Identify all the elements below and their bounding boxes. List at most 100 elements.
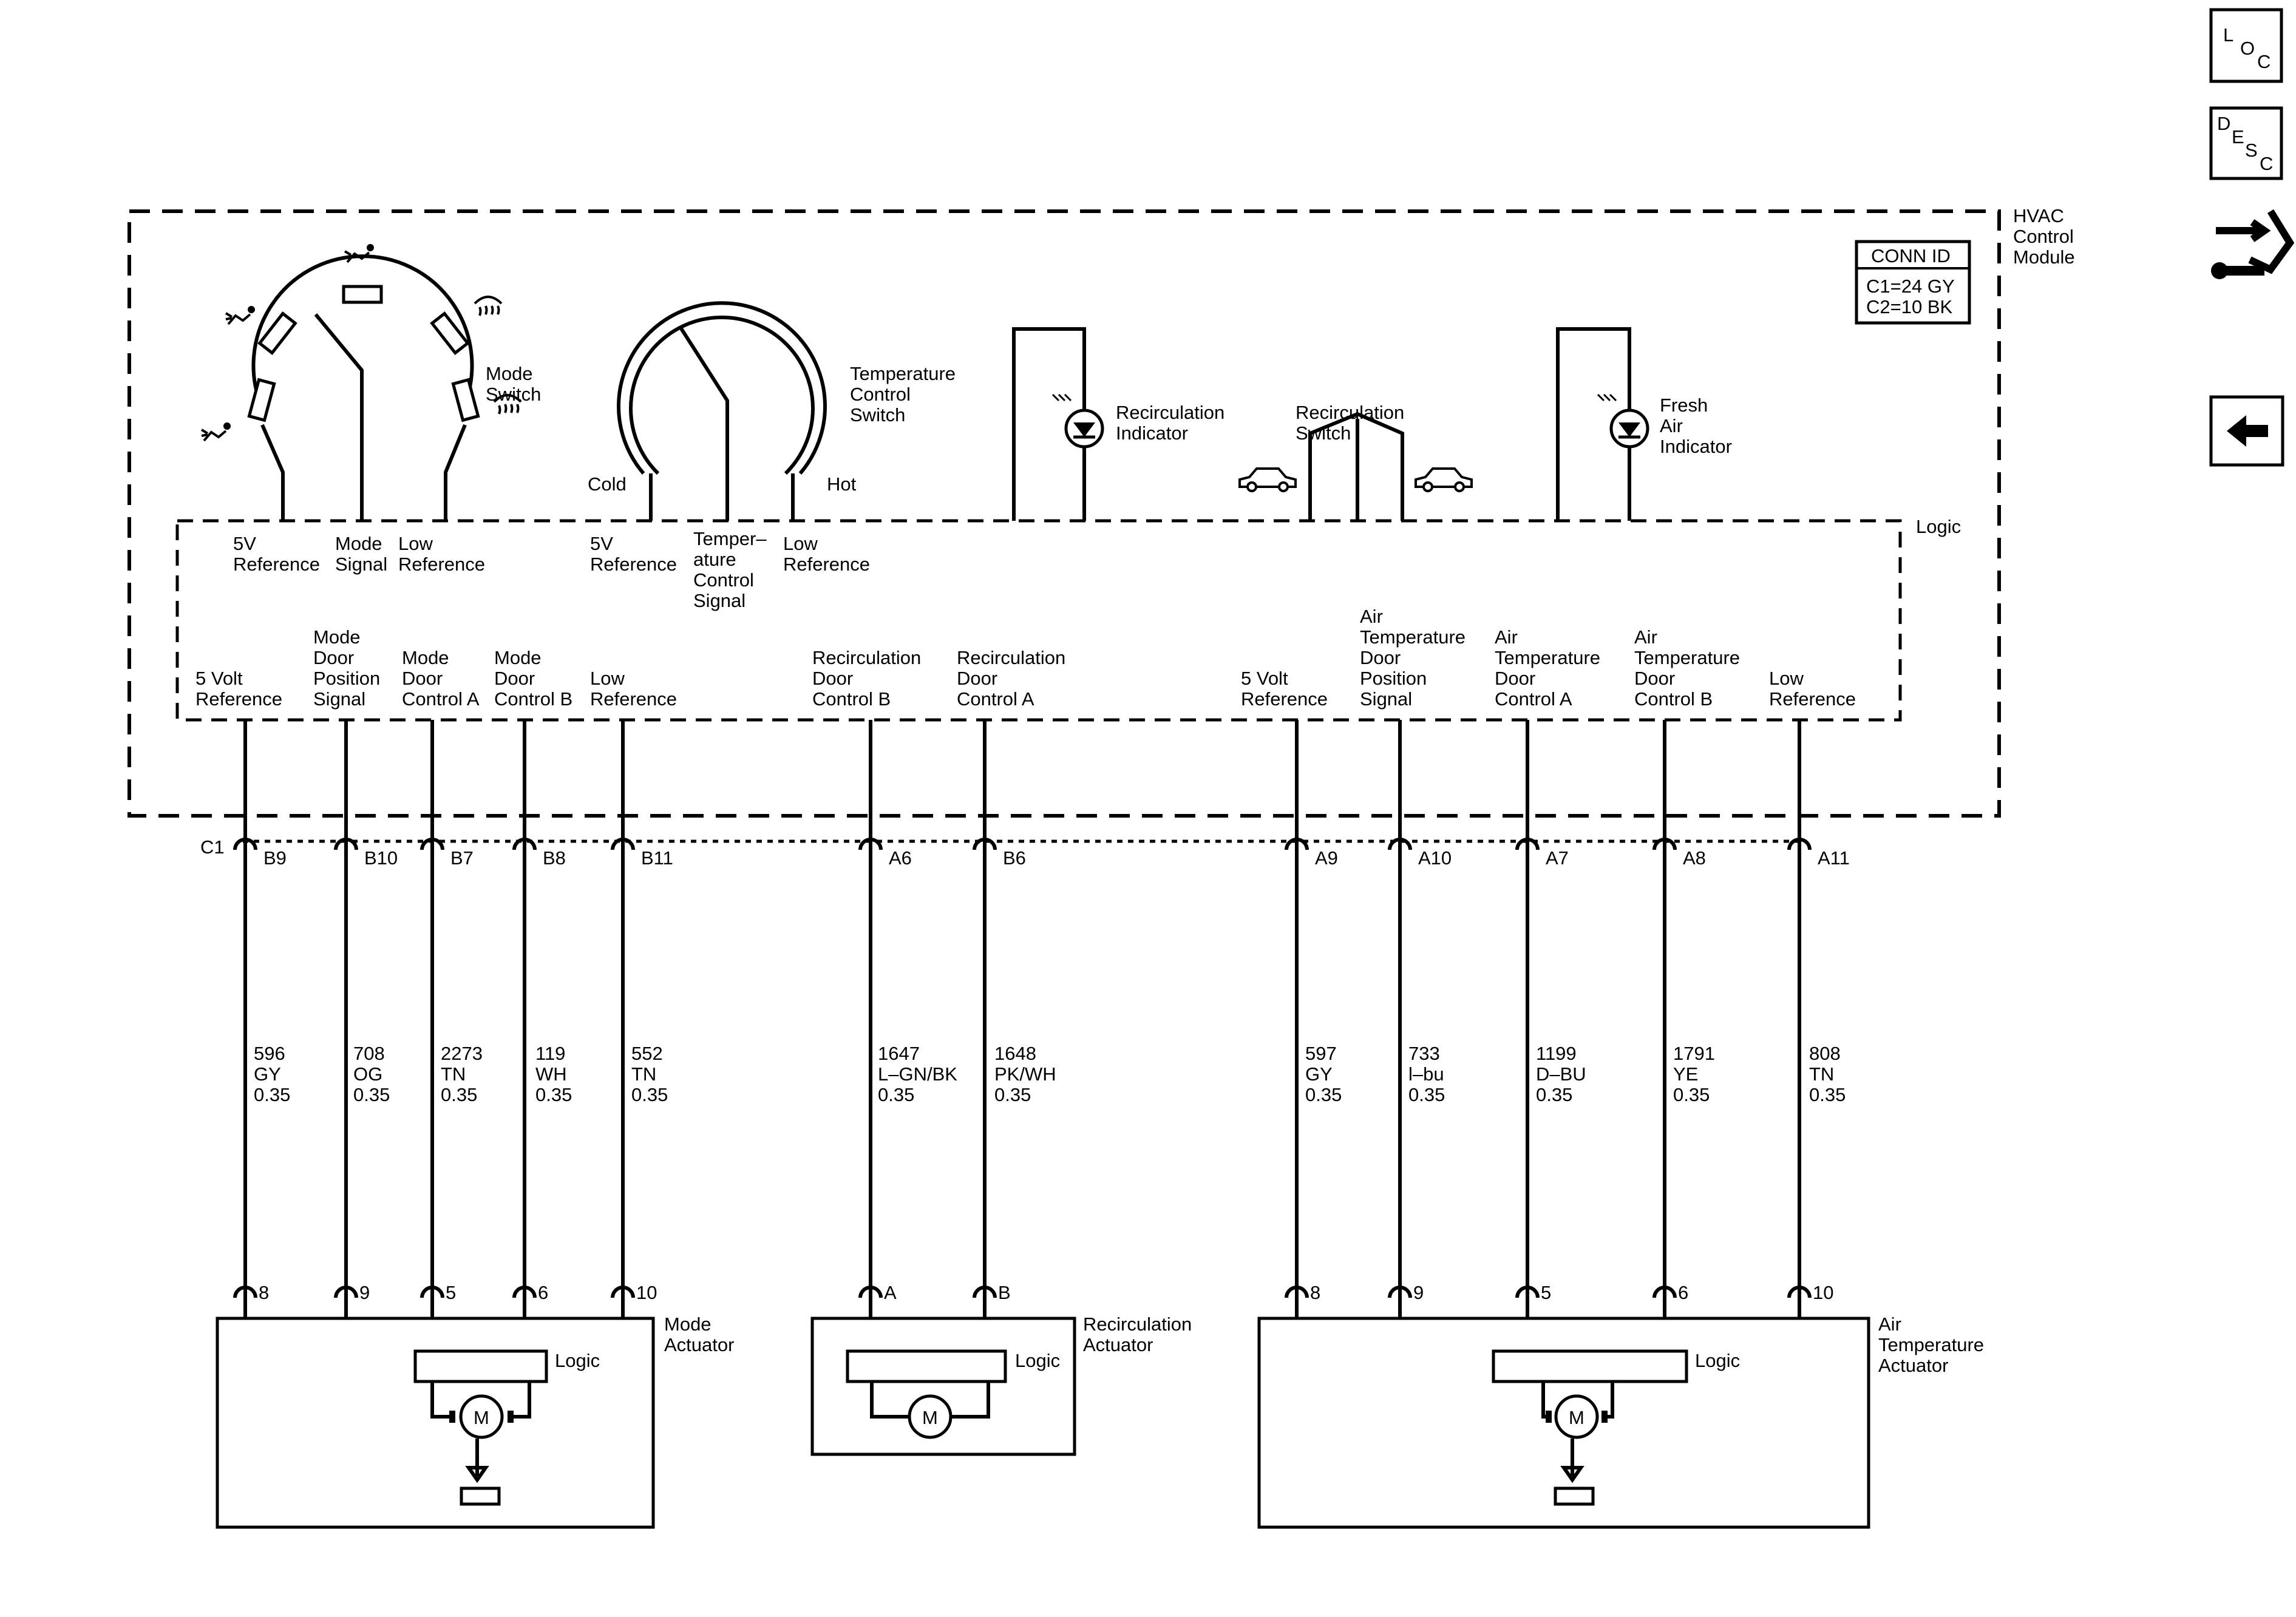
svg-text:Air: Air [1660, 415, 1683, 436]
c1-terminal [1515, 838, 1540, 850]
svg-text:Mode: Mode [664, 1314, 712, 1335]
circuit-function-label: Door [1360, 647, 1401, 668]
mode-actuator [216, 1317, 655, 1529]
svg-text:Fresh: Fresh [1660, 395, 1708, 416]
circuit-function-label: Signal [1360, 688, 1412, 710]
wire-spec-label: PK/WH [994, 1063, 1056, 1085]
temperature-control-switch [617, 301, 827, 521]
svg-text:Reference: Reference [783, 554, 870, 575]
c1-terminal [233, 838, 257, 850]
svg-text:Control: Control [2013, 226, 2074, 247]
svg-text:ature: ature [693, 549, 736, 570]
actuator-terminal [611, 1286, 635, 1298]
c1-terminal [334, 838, 358, 850]
svg-text:Actuator: Actuator [1083, 1334, 1153, 1355]
wire-spec-label: TN [1809, 1063, 1834, 1085]
wire-spec-label: GY [1305, 1063, 1333, 1085]
c1-terminal [1285, 838, 1309, 850]
desc-letter-c: C [2260, 153, 2273, 174]
actuator-terminal [233, 1286, 257, 1298]
svg-text:Signal: Signal [335, 554, 387, 575]
svg-text:HVAC: HVAC [2013, 205, 2064, 226]
wire-spec-label: 0.35 [994, 1084, 1031, 1105]
c1-pin-label: B9 [263, 847, 287, 869]
c1-pin-label: B8 [543, 847, 566, 869]
circuit-function-label: Control B [812, 688, 891, 710]
recirculation-actuator-logic-label: Logic [1015, 1350, 1060, 1371]
defog-icon [474, 296, 503, 317]
circuit-function-label: Door [402, 668, 443, 689]
actuator-pin-label: 8 [1310, 1282, 1320, 1303]
wire-spec-label: 1199 [1536, 1043, 1577, 1064]
circuit-function-label: Temperature [1495, 647, 1600, 668]
wire-spec-label: 0.35 [631, 1084, 668, 1105]
back-arrow-icon [2227, 415, 2268, 447]
c1-pin-label: B6 [1003, 847, 1026, 869]
circuit-function-label: Control B [1634, 688, 1713, 710]
connector-wrench-icon[interactable] [2211, 209, 2295, 279]
c1-terminal [611, 838, 635, 850]
c1-pin-label: A10 [1418, 847, 1452, 869]
hvac-control-module-boundary [127, 209, 2001, 818]
circuit-function-label: Control A [1495, 688, 1572, 710]
svg-text:Signal: Signal [693, 590, 746, 611]
svg-text:Temper–: Temper– [693, 528, 767, 549]
desc-letter-s: S [2245, 140, 2258, 161]
circuit-function-label: Temperature [1634, 647, 1740, 668]
connector-c1-label: C1 [200, 836, 225, 858]
back-arrow-button[interactable] [2209, 395, 2284, 467]
panel-vent-icon [344, 243, 375, 263]
actuator-pin-label: 9 [359, 1282, 370, 1303]
circuit-function-label: Air [1360, 606, 1383, 627]
desc-letter-d: D [2217, 113, 2230, 134]
wire-spec-label: OG [353, 1063, 382, 1085]
actuator-pin-label: 10 [1813, 1282, 1833, 1303]
mode-switch-terminal-labels: 5V Reference Mode Signal Low Reference [233, 533, 485, 575]
desc-button[interactable]: D E S C [2209, 106, 2283, 180]
svg-text:Control: Control [693, 569, 754, 591]
circuit-function-label: Control A [402, 688, 480, 710]
svg-text:Control: Control [850, 384, 911, 405]
wire-spec-label: 708 [353, 1043, 385, 1064]
circuit-function-label: Temperature [1360, 626, 1466, 648]
c1-pin-label: A7 [1546, 847, 1569, 869]
circuit-function-label: Air [1634, 626, 1657, 648]
actuator-pin-label: 5 [446, 1282, 456, 1303]
wire-spec-label: 0.35 [1809, 1084, 1846, 1105]
recirculation-switch [1238, 412, 1473, 521]
loc-button[interactable]: L O C [2209, 8, 2283, 83]
circuit-function-label: Mode [313, 626, 361, 648]
wire-spec-label: 0.35 [254, 1084, 290, 1105]
svg-text:Indicator: Indicator [1660, 436, 1732, 457]
circuit-function-label: Reference [590, 688, 677, 710]
fresh-air-indicator [1556, 327, 1648, 521]
air-temperature-actuator-label: Air Temperature Actuator [1878, 1314, 1984, 1376]
wire-spec-label: 1647 [878, 1043, 920, 1064]
circuit-function-label: Position [313, 668, 380, 689]
svg-text:C1=24 GY: C1=24 GY [1866, 276, 1955, 297]
module-name: HVAC Control Module [2013, 205, 2075, 268]
actuator-pin-label: A [884, 1282, 897, 1303]
conn-id-table: CONN ID C1=24 GY C2=10 BK [1855, 240, 1971, 325]
logic-label: Logic [1916, 516, 1961, 537]
svg-text:Recirculation: Recirculation [1116, 402, 1224, 423]
wire-spec-label: TN [441, 1063, 466, 1085]
recirculation-actuator [810, 1317, 1076, 1456]
recirculation-car-icon [1238, 467, 1297, 492]
wire-spec-label: 0.35 [535, 1084, 572, 1105]
circuit-function-label: Door [957, 668, 997, 689]
actuator-terminal [1787, 1286, 1812, 1298]
svg-text:5V: 5V [233, 533, 256, 554]
svg-text:Module: Module [2013, 246, 2075, 268]
svg-text:Actuator: Actuator [1878, 1355, 1948, 1376]
wire-spec-label: 1648 [994, 1043, 1036, 1064]
wire-spec-label: 0.35 [878, 1084, 914, 1105]
wire-spec-label: GY [254, 1063, 281, 1085]
wire-spec-label: 2273 [441, 1043, 483, 1064]
svg-text:C2=10 BK: C2=10 BK [1866, 296, 1953, 317]
svg-text:Indicator: Indicator [1116, 422, 1188, 444]
desc-letter-e: E [2232, 126, 2244, 147]
circuit-function-label: 5 Volt [195, 668, 243, 689]
floor-vent-icon [200, 421, 232, 442]
c1-terminal [1388, 838, 1412, 850]
